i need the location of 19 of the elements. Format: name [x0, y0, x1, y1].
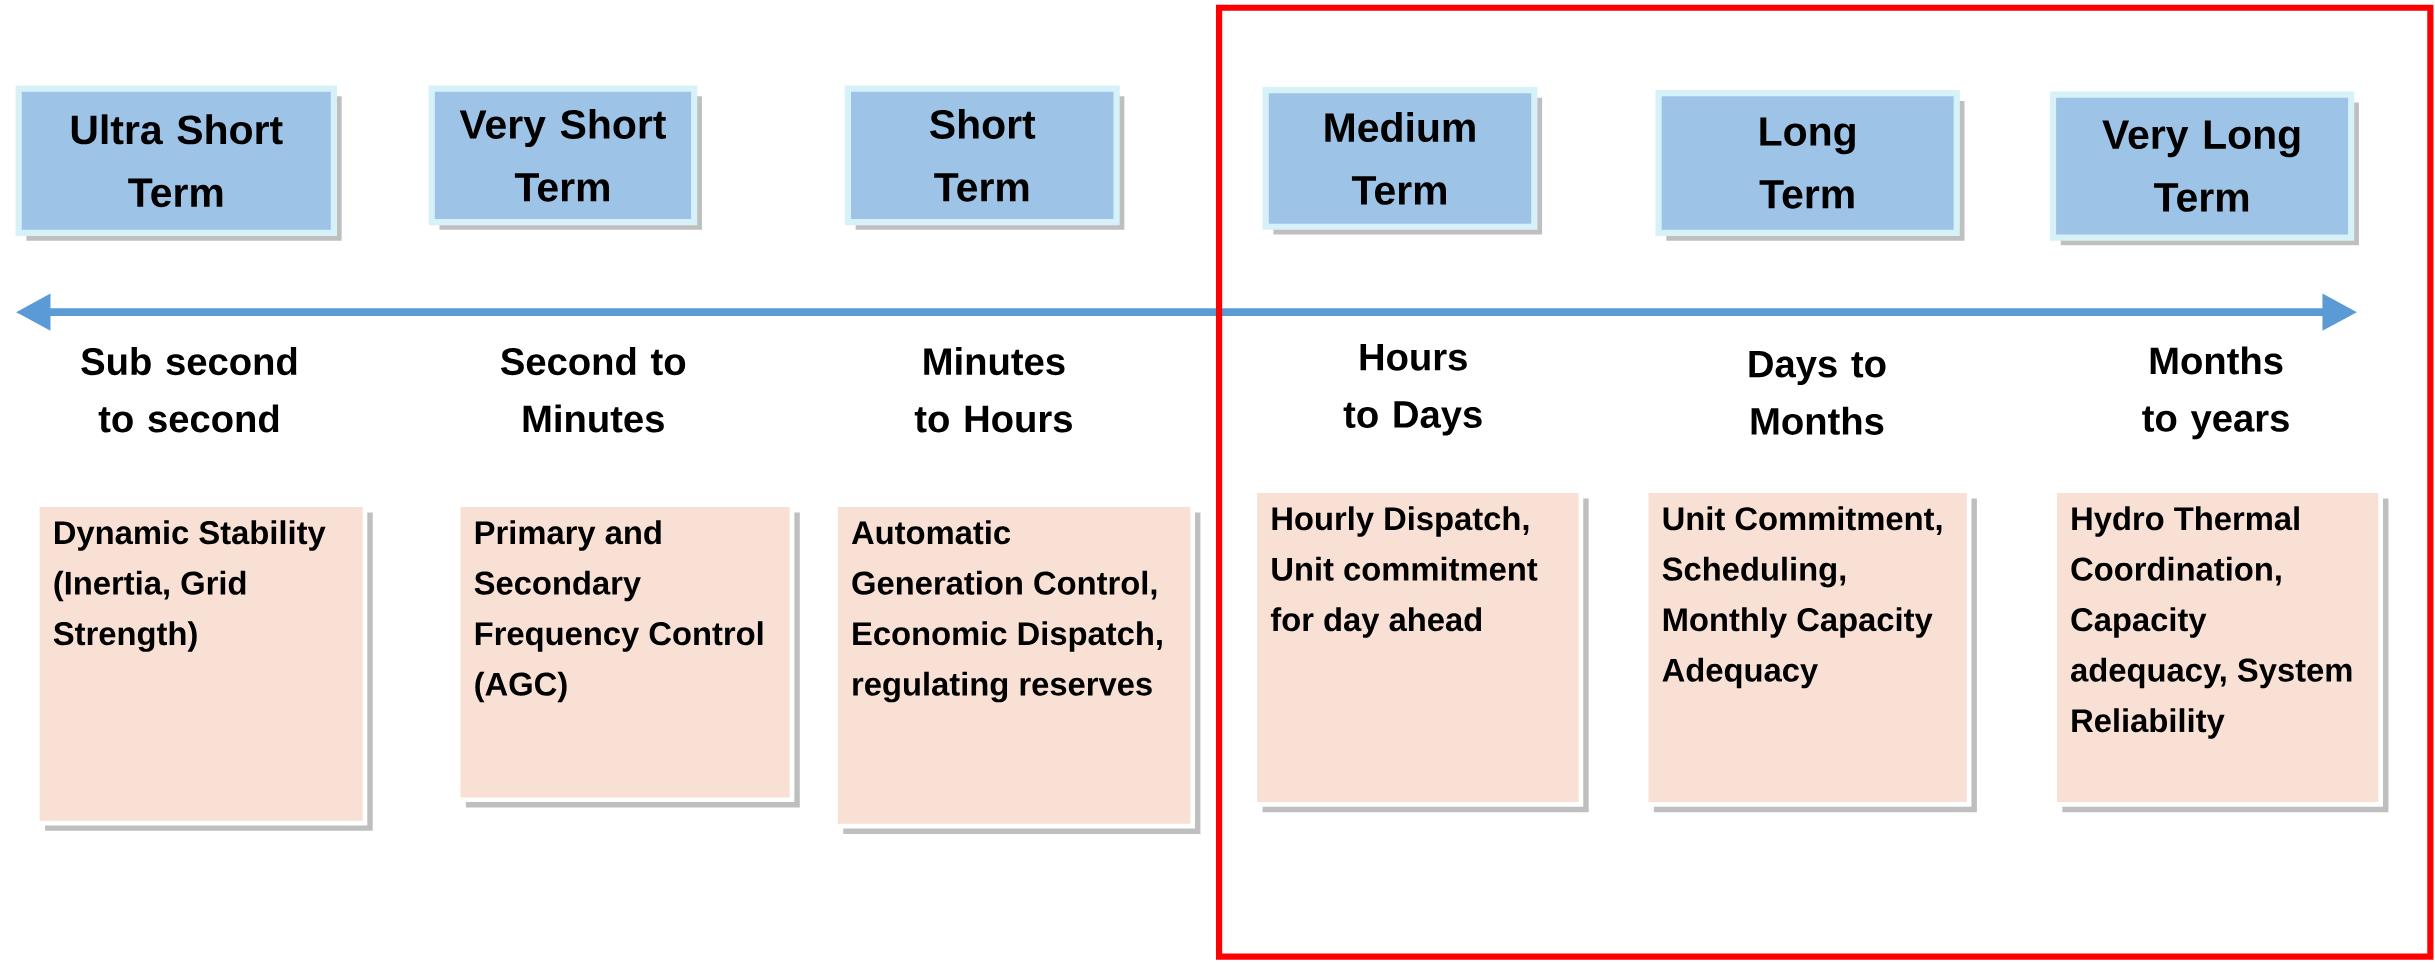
term-box: Long Term	[1655, 90, 1965, 241]
highlight-frame	[1215, 4, 2434, 960]
task-box: Hourly Dispatch, Unit commitment for day ahead	[1252, 488, 1589, 813]
task-box: Dynamic Stability (Inertia, Grid Strength)	[34, 502, 373, 831]
term-box: Very Long Term	[2049, 91, 2359, 246]
term-box: Short Term	[844, 85, 1125, 230]
term-box: Very Short Term	[428, 85, 702, 230]
task-box: Hydro Thermal Coordination, Capacity adequacy, System Reliability	[2052, 488, 2389, 813]
task-box: Unit Commitment, Scheduling, Monthly Capacity Adequacy	[1643, 488, 1977, 813]
task-box: Primary and Secondary Frequency Control (AGC)	[455, 502, 800, 808]
time-range-label: Second to Minutes	[500, 347, 686, 433]
time-range-label: Minutes to Hours	[914, 347, 1072, 433]
time-range-label: Hours to Days	[1343, 344, 1482, 436]
task-box: Automatic Generation Control, Economic Dispatch, regulating reserves	[833, 502, 1201, 834]
time-range-label: Sub second to second	[81, 347, 297, 433]
time-range-label: Days to Months	[1749, 351, 1886, 435]
term-box: Medium Term	[1262, 87, 1543, 235]
time-range-label: Months to years	[2142, 346, 2289, 440]
term-box: Ultra Short Term	[15, 85, 342, 241]
